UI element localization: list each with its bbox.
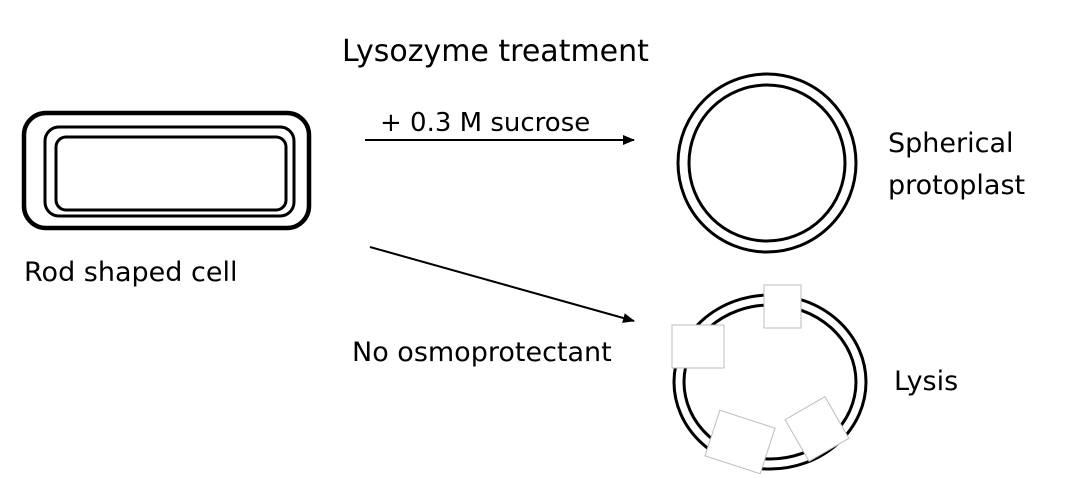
diagram-title: Lysozyme treatment (342, 34, 649, 69)
lysis-label: Lysis (894, 366, 958, 397)
protoplast-label-line2: protoplast (888, 170, 1025, 201)
lysis-gap-bottom-left (704, 409, 776, 475)
lysis-gap-bottom-right (784, 396, 850, 462)
lysis-gap-top (763, 284, 802, 329)
upper-arrow-label: + 0.3 M sucrose (380, 108, 590, 138)
rod-cell-inner-membrane (54, 135, 288, 212)
protoplast-inner-circle (687, 83, 847, 243)
rod-shaped-cell (21, 110, 312, 231)
lysed-cell (671, 284, 868, 475)
lower-arrow-label: No osmoprotectant (352, 337, 612, 368)
protoplast-label-line1: Spherical (888, 128, 1014, 159)
lower-arrow (369, 246, 635, 323)
rod-cell-outer-wall (21, 110, 312, 231)
lysis-gap-left (671, 324, 725, 369)
protoplast-outer-circle (676, 72, 858, 254)
spherical-protoplast (676, 72, 858, 254)
rod-cell-middle-membrane (43, 125, 296, 218)
rod-cell-label: Rod shaped cell (24, 257, 237, 288)
